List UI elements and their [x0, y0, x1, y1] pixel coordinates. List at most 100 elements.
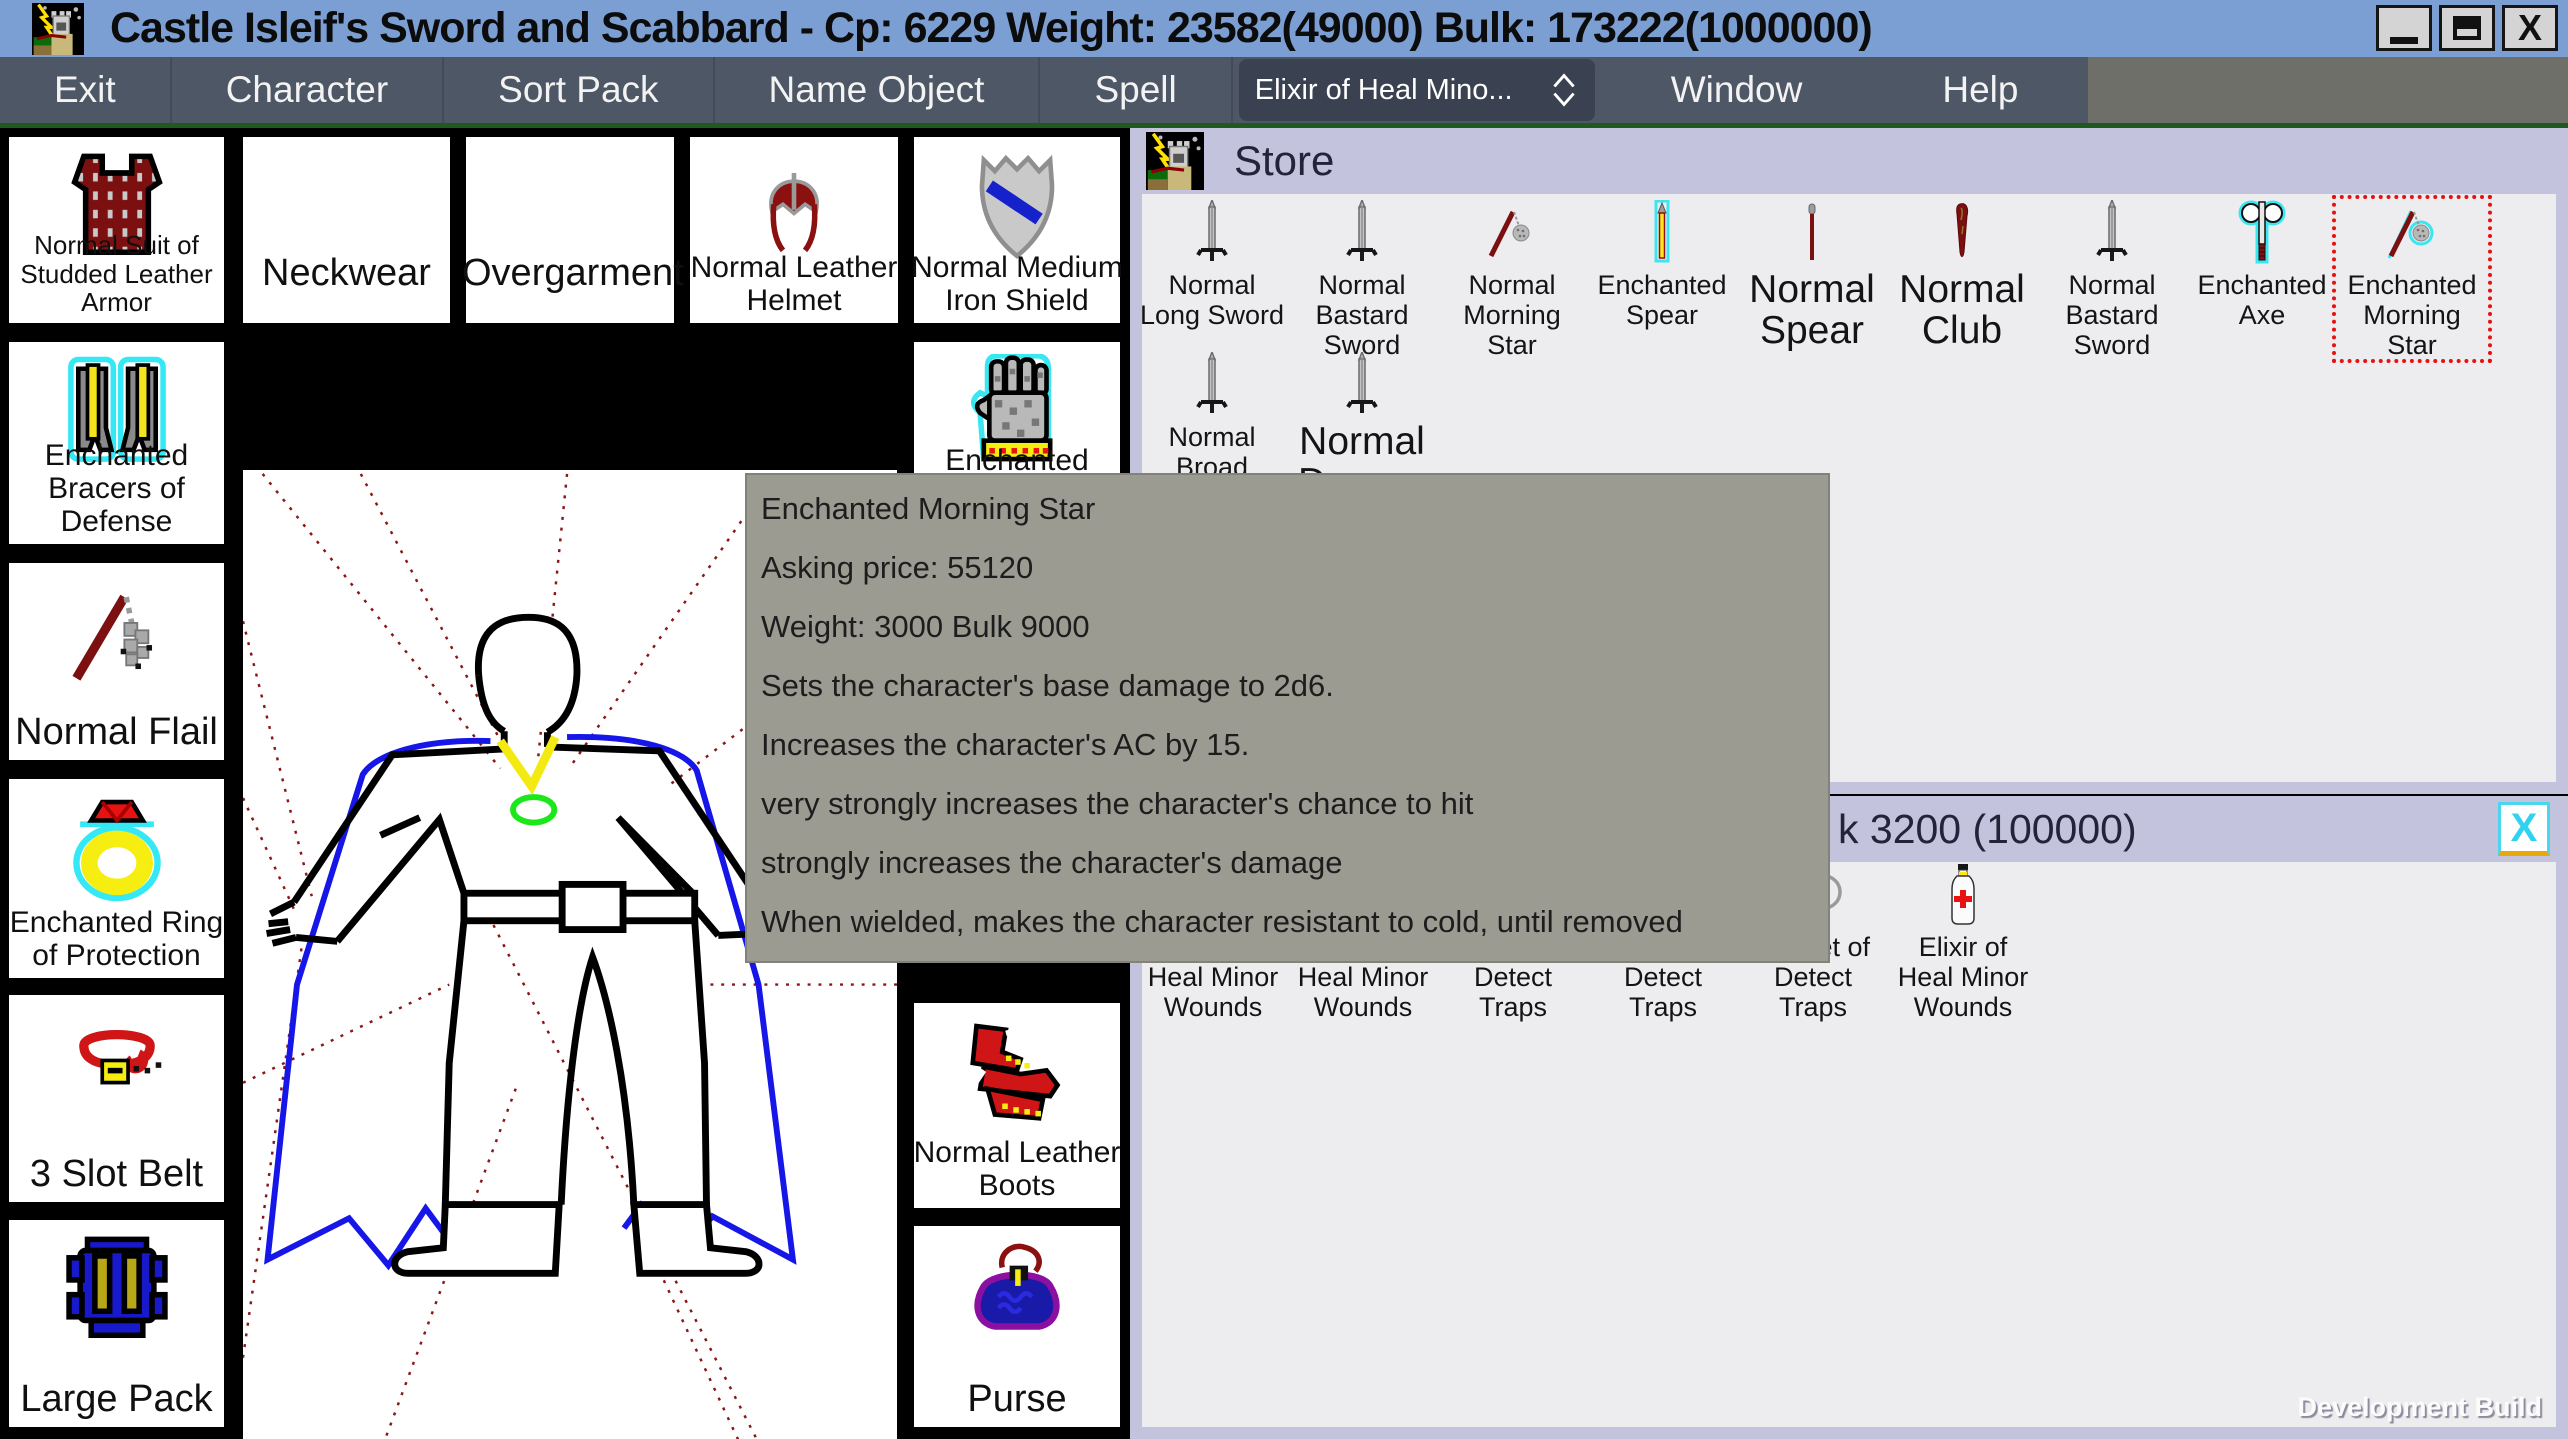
morning-star-icon [1483, 200, 1541, 266]
equip-slot-label: Normal Suit of Studded Leather Armor [20, 230, 213, 318]
enchanted-axe-icon [2233, 200, 2291, 266]
sword-icon [1333, 197, 1391, 266]
store-item-label: Normal Bastard Sword [2065, 270, 2159, 361]
equipment-panel: Normal Suit of Studded Leather Armor Neck… [0, 128, 1130, 1439]
maximize-button[interactable] [2439, 5, 2495, 51]
equip-slot-label: Enchanted [945, 444, 1089, 477]
equip-slot-pack[interactable]: Large Pack [3, 1214, 230, 1433]
equip-slot-label: 3 Slot Belt [29, 1153, 204, 1196]
store-title-text: Store [1234, 137, 1335, 184]
minimize-button[interactable] [2376, 5, 2432, 51]
club-icon [1933, 200, 1991, 266]
elixir-icon [1934, 862, 1992, 928]
store-item-label: Enchanted Spear [1597, 270, 1727, 331]
equip-slot-label: Normal Leather Boots [913, 1136, 1121, 1202]
store-item-enchanted-morning-star[interactable]: Enchanted Morning Star [2332, 195, 2492, 363]
store-item-label: Normal Long Sword [1139, 270, 1285, 331]
sword-icon [1333, 349, 1391, 418]
menu-item-sort-pack[interactable]: Sort Pack [444, 57, 715, 123]
equip-slot-label: Enchanted Bracers of Defense [44, 439, 189, 538]
spell-dropdown-value: Elixir of Heal Mino... [1254, 73, 1513, 106]
spell-dropdown[interactable]: Elixir of Heal Mino... [1238, 59, 1595, 121]
store-item-label: Normal Bastard Sword [1315, 270, 1409, 361]
pack-item-label: Elixir of Heal Minor Wounds [1897, 932, 2029, 1023]
normal-spear-icon [1783, 200, 1841, 266]
menu-item-help[interactable]: Help [1942, 69, 2019, 110]
store-item-normal-bastard-sword[interactable]: Normal Bastard Sword [1287, 197, 1437, 361]
enchanted-morning-star-icon [2383, 200, 2441, 266]
equip-slot-purse[interactable]: Purse [908, 1220, 1126, 1433]
ring-icon [58, 791, 176, 909]
tooltip-line: Increases the character's AC by 15. [761, 727, 1250, 762]
castle-icon [1144, 132, 1206, 190]
equip-slot-belt[interactable]: 3 Slot Belt [3, 989, 230, 1208]
store-window-title: Store [1144, 132, 1334, 190]
large-pack-icon [58, 1232, 176, 1350]
purse-icon [958, 1238, 1076, 1356]
close-button[interactable]: X [2502, 5, 2558, 51]
dev-build-label: Development Build [2297, 1392, 2542, 1422]
equip-slot-bracers[interactable]: Enchanted Bracers of Defense [3, 336, 230, 550]
store-item-label: Enchanted Axe [2197, 270, 2327, 331]
store-item-label: Enchanted Morning Star [2347, 270, 2477, 361]
equip-slot-helmet[interactable]: Normal Leather Helmet [684, 131, 904, 329]
store-item-enchanted-spear[interactable]: Enchanted Spear [1587, 199, 1737, 331]
store-item-normal-morning-star[interactable]: Normal Morning Star [1437, 200, 1587, 361]
sword-icon [2083, 197, 2141, 266]
menu-item-name-object[interactable]: Name Object [715, 57, 1041, 123]
equip-slot-label: Normal Flail [15, 711, 218, 754]
character-doll-drawing [243, 473, 897, 1439]
equip-slot-neckwear[interactable]: Neckwear [237, 131, 456, 329]
flail-icon [58, 575, 176, 693]
equip-slot-overgarment[interactable]: Overgarment [460, 131, 684, 329]
equip-slot-label: Normal Medium Iron Shield [911, 251, 1123, 317]
store-item-normal-spear[interactable]: Normal Spear [1737, 200, 1887, 351]
gauntlet-icon [958, 353, 1076, 472]
store-item-normal-bastard-sword[interactable]: Normal Bastard Sword [2037, 197, 2187, 361]
store-item-label: Normal Spear [1749, 268, 1875, 352]
tooltip-line: Enchanted Morning Star [761, 491, 1096, 526]
equip-slot-armor[interactable]: Normal Suit of Studded Leather Armor [3, 131, 230, 329]
menu-item-window[interactable]: Window [1670, 69, 1803, 110]
store-item-normal-long-sword[interactable]: Normal Long Sword [1137, 197, 1287, 331]
equip-slot-label: Large Pack [20, 1378, 213, 1421]
equip-slot-shield[interactable]: Normal Medium Iron Shield [908, 131, 1126, 329]
castle-icon [22, 2, 94, 55]
equip-slot-label: Enchanted Ring of Protection [9, 906, 224, 972]
tooltip-line: Weight: 3000 Bulk 9000 [761, 609, 1090, 644]
menu-divider [0, 123, 2568, 128]
menu-item-character[interactable]: Character [172, 57, 445, 123]
title-bar: Castle Isleif's Sword and Scabbard - Cp:… [0, 0, 2568, 57]
equip-slot-label: Normal Leather Helmet [690, 251, 898, 317]
window-title: Castle Isleif's Sword and Scabbard - Cp:… [110, 4, 1873, 52]
enchanted-spear-icon [1633, 199, 1691, 266]
tooltip-line: Asking price: 55120 [761, 550, 1034, 585]
tooltip-line: strongly increases the character's damag… [761, 845, 1343, 880]
tooltip-line: Sets the character's base damage to 2d6. [761, 668, 1334, 703]
menu-filler [2088, 57, 2568, 123]
iron-shield-icon [958, 149, 1076, 267]
pack-close-button[interactable]: X [2498, 802, 2550, 856]
equip-slot-label: Neckwear [262, 252, 431, 295]
bracers-icon [58, 354, 176, 472]
equip-slot-ring[interactable]: Enchanted Ring of Protection [3, 773, 230, 984]
leather-boots-icon [958, 1015, 1076, 1133]
belt-icon [58, 1007, 176, 1125]
store-item-enchanted-axe[interactable]: Enchanted Axe [2187, 200, 2337, 330]
pack-item-elixir-of-heal-minor-wounds[interactable]: Elixir of Heal Minor Wounds [1888, 862, 2038, 1023]
menu-item-exit[interactable]: Exit [0, 57, 172, 123]
store-item-label: Normal Club [1899, 268, 2025, 352]
store-item-normal-club[interactable]: Normal Club [1887, 200, 2037, 351]
equip-slot-boots[interactable]: Normal Leather Boots [908, 997, 1126, 1214]
equip-slot-flail[interactable]: Normal Flail [3, 557, 230, 766]
tooltip-line: When wielded, makes the character resist… [761, 904, 1683, 939]
pack-window-title-fragment: k 3200 (100000) [1838, 805, 2137, 852]
studded-armor-icon [58, 149, 176, 267]
sword-icon [1183, 349, 1241, 418]
tooltip-line: very strongly increases the character's … [761, 786, 1474, 821]
leather-helmet-icon [735, 149, 853, 267]
menu-item-spell[interactable]: Spell [1040, 57, 1233, 123]
